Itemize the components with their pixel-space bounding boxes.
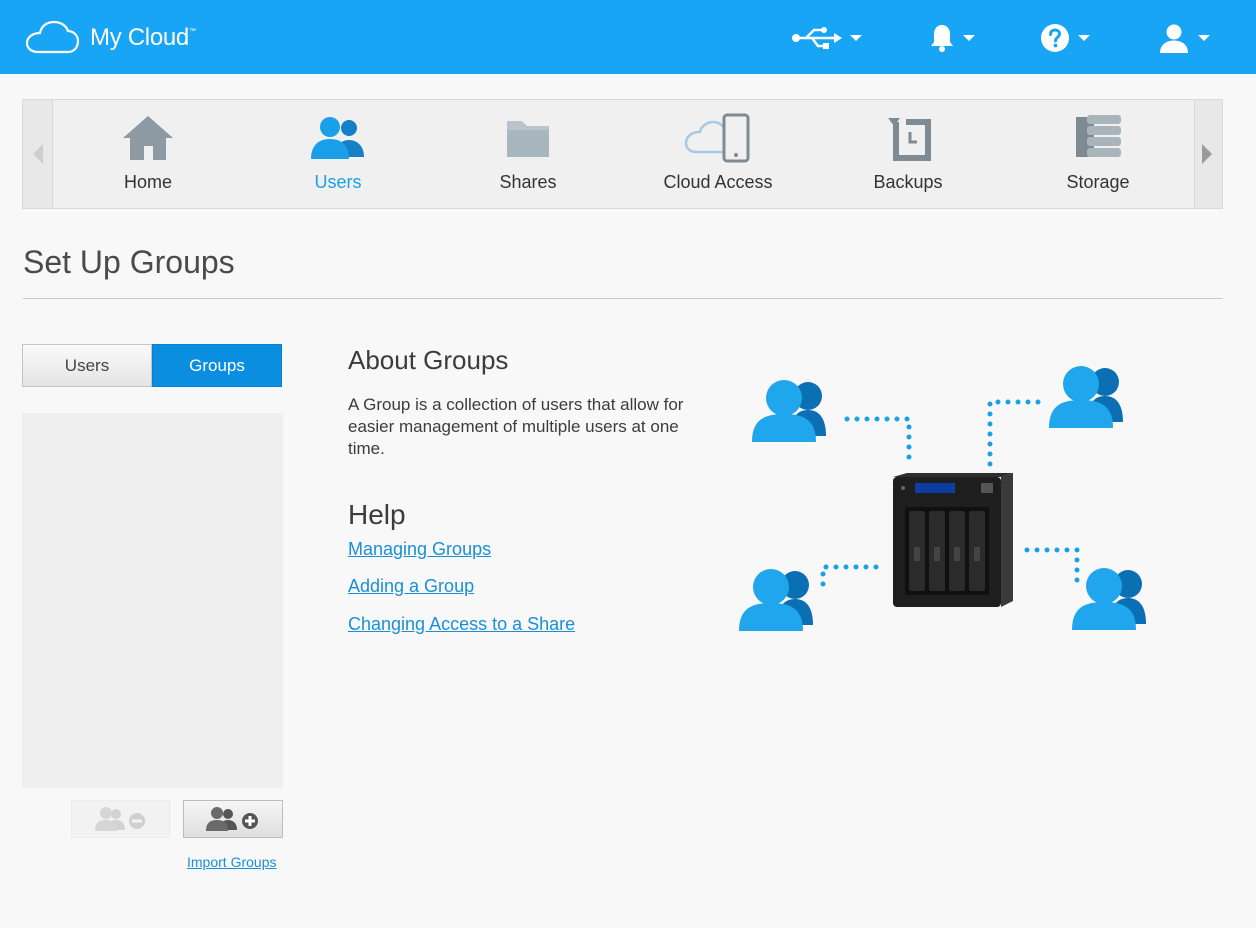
users-group-icon [739,569,813,631]
nav-label: Backups [873,172,943,192]
about-text: A Group is a collection of users that al… [348,395,684,458]
remove-group-button[interactable] [71,800,170,838]
user-icon [1160,24,1188,53]
groups-tab-button[interactable]: Groups [152,344,282,387]
app-name: My Cloud™ [90,24,196,51]
home-icon [123,116,173,160]
chevron-down-icon [850,35,862,41]
help-link-managing-groups[interactable]: Managing Groups [348,539,492,559]
nav-scroll-left-button[interactable] [33,144,43,164]
account-menu-button[interactable] [1158,20,1210,56]
nav-label: Storage [1066,172,1130,192]
main-nav: Home Users Shares [22,99,1223,209]
help-link-changing-access[interactable]: Changing Access to a Share [348,614,576,634]
users-group-icon [1049,366,1123,428]
help-title: Help [348,499,406,530]
top-bar: My Cloud™ [0,0,1256,74]
nav-items: Home Users Shares [52,100,1195,208]
cloud-logo-icon [25,20,80,54]
nav-label: Home [123,172,172,192]
help-menu-button[interactable] [1040,20,1090,56]
nas-device-icon [893,473,1013,607]
nav-item-users[interactable]: Users [243,100,433,208]
nav-item-backups[interactable]: Backups [813,100,1003,208]
logo[interactable]: My Cloud™ [24,20,196,56]
usb-menu-button[interactable] [792,20,862,56]
view-toggle: Users Groups [22,344,282,387]
page-title: Set Up Groups [23,244,235,280]
nav-label: Shares [499,172,557,192]
usb-icon [792,27,842,49]
users-group-icon [1072,568,1146,630]
remove-group-icon [94,807,145,831]
nav-item-storage[interactable]: Storage [1003,100,1193,208]
nav-item-shares[interactable]: Shares [433,100,623,208]
chevron-down-icon [1198,35,1210,41]
bell-icon [931,25,953,52]
help-icon [1041,24,1069,52]
nav-label: Cloud Access [663,172,773,192]
nav-item-home[interactable]: Home [53,100,243,208]
divider [23,298,1223,299]
chevron-down-icon [1078,35,1090,41]
add-group-icon [206,807,258,831]
nav-label: Users [314,172,362,192]
cloud-device-icon [684,113,750,163]
users-group-icon [752,380,826,442]
group-list[interactable] [22,413,283,788]
help-link-adding-group[interactable]: Adding a Group [348,576,475,596]
about-title: About Groups [348,345,509,375]
nav-item-cloud-access[interactable]: Cloud Access [623,100,813,208]
groups-illustration [739,366,1146,631]
add-group-button[interactable] [183,800,283,838]
backup-clock-icon [888,118,931,161]
chevron-down-icon [963,35,975,41]
users-tab-button[interactable]: Users [22,344,152,387]
users-icon [311,117,364,159]
import-groups-link[interactable]: Import Groups [187,854,277,870]
nav-scroll-right-button[interactable] [1202,144,1212,164]
storage-database-icon [1076,115,1121,157]
notifications-button[interactable] [929,20,975,56]
folder-icon [507,121,549,157]
